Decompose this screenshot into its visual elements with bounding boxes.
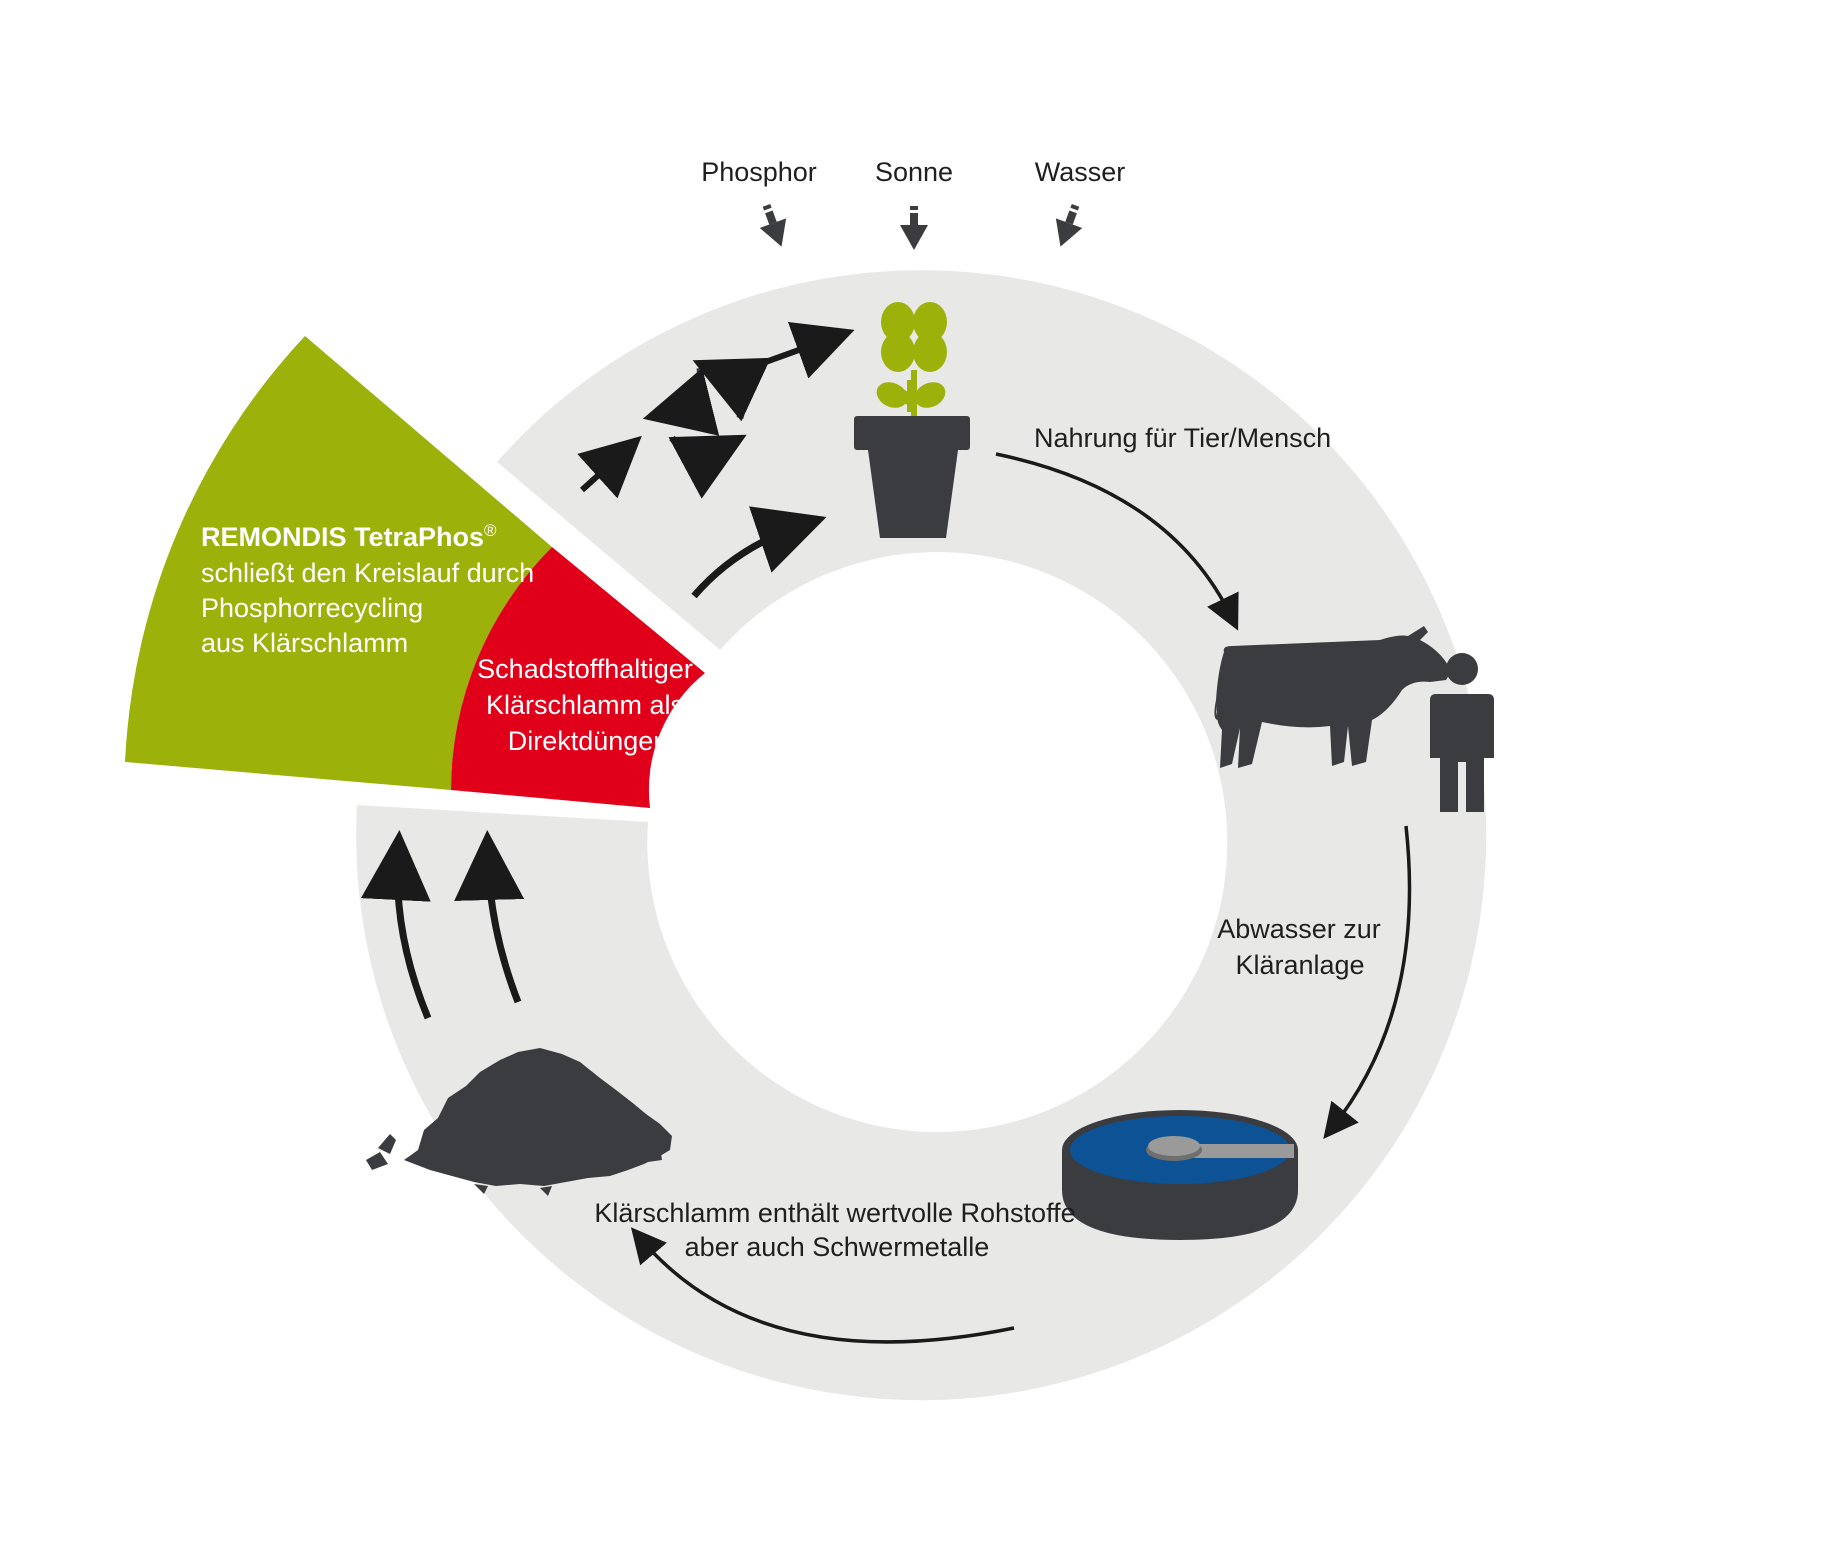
- arrow-to-plant-lower: [691, 506, 827, 599]
- arrow-to-plant-upper: [758, 322, 855, 379]
- label-klaerschlamm-line1: Klärschlamm enthält wertvolle Rohstoffe: [594, 1198, 1075, 1228]
- green-segment: [125, 336, 552, 790]
- arrow-up-right: [454, 830, 525, 1004]
- red-segment: [451, 547, 705, 808]
- input-arrow-phosphor-icon: [759, 203, 787, 247]
- input-arrow-sonne-icon: [900, 206, 928, 250]
- arrow-to-sludge: [630, 1227, 1015, 1344]
- input-label-wasser: Wasser: [1035, 157, 1126, 187]
- red-line2: Klärschlamm als: [486, 690, 684, 720]
- green-brand: REMONDIS TetraPhos: [201, 522, 484, 552]
- input-label-phosphor: Phosphor: [701, 157, 817, 187]
- arrow-nahrung: [995, 452, 1239, 631]
- green-line2: schließt den Kreislauf durch: [201, 558, 534, 588]
- label-abwasser-line2: Kläranlage: [1235, 950, 1364, 980]
- person-icon: [1430, 653, 1494, 812]
- label-abwasser-line1: Abwasser zur: [1217, 914, 1381, 944]
- green-line4: aus Klärschlamm: [201, 628, 408, 658]
- arrow-abwasser: [1323, 825, 1412, 1139]
- arrow-up-left: [360, 830, 432, 1020]
- cow-icon: [1214, 626, 1449, 768]
- green-registered: ®: [484, 521, 497, 540]
- arrow-to-recycle: [577, 435, 642, 499]
- label-klaerschlamm-line2: aber auch Schwermetalle: [685, 1232, 990, 1262]
- red-line3: Direktdünger: [508, 726, 663, 756]
- recycle-icon: [642, 357, 771, 499]
- input-label-sonne: Sonne: [875, 157, 953, 187]
- sludge-pile-icon: [366, 1048, 672, 1196]
- label-nahrung: Nahrung für Tier/Mensch: [1034, 423, 1331, 453]
- clarifier-tank-icon: [1062, 1110, 1298, 1240]
- green-segment-text: REMONDIS TetraPhos®: [201, 521, 497, 552]
- input-arrow-wasser-icon: [1055, 203, 1083, 247]
- plant-pot-icon: [854, 302, 970, 538]
- green-line3: Phosphorrecycling: [201, 593, 423, 623]
- red-line1: Schadstoffhaltiger: [477, 654, 693, 684]
